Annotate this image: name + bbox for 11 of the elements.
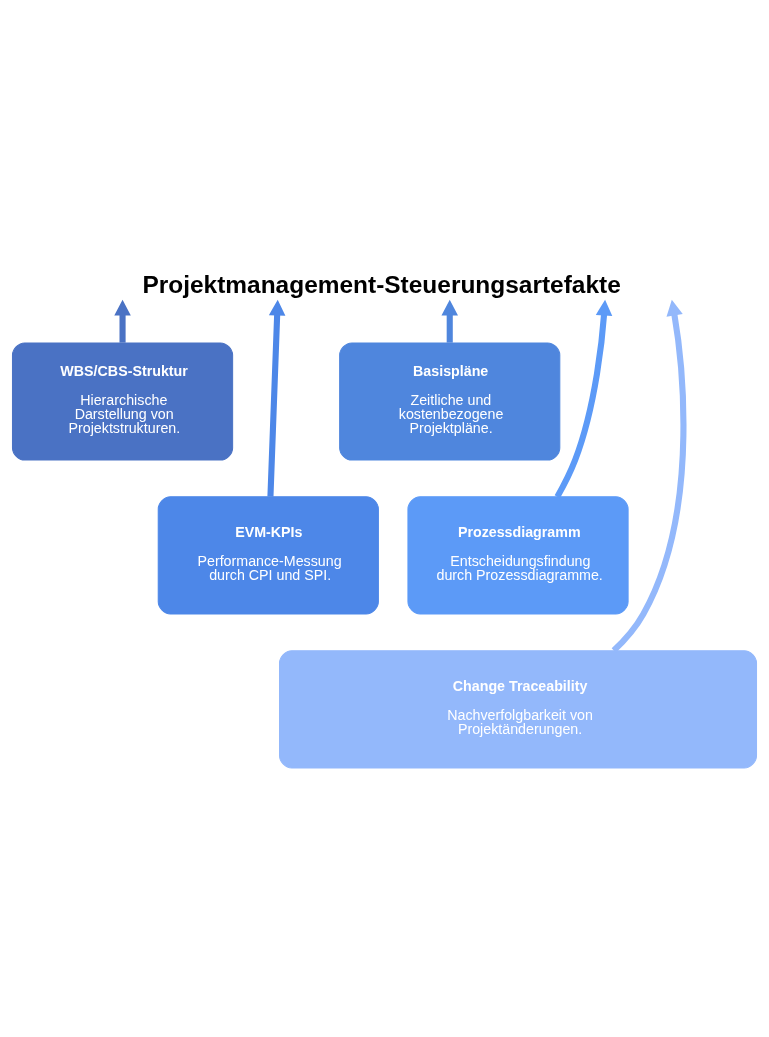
node-box: Basispläne Zeitliche und kostenbezogene Projektpläne. xyxy=(339,341,561,461)
node-box: Change Traceability Nachverfolgbarkeit von Projektänderungen. xyxy=(279,649,758,768)
node-box: EVM-KPIs Performance-Messung durch CPI und SPI. xyxy=(157,495,379,615)
node-box: WBS/CBS-Struktur Hierarchische Darstellung von Projektstrukturen. xyxy=(11,341,234,461)
arrow xyxy=(611,299,687,653)
arrow xyxy=(554,299,613,498)
diagram-title: Projektmanagement-Steuerungsartefakte xyxy=(142,270,621,298)
arrow xyxy=(114,299,131,343)
node-box: Prozessdiagramm Entscheidungsfindung durch Prozessdiagramme. xyxy=(407,495,629,615)
arrow xyxy=(267,299,286,497)
arrow xyxy=(441,299,458,343)
